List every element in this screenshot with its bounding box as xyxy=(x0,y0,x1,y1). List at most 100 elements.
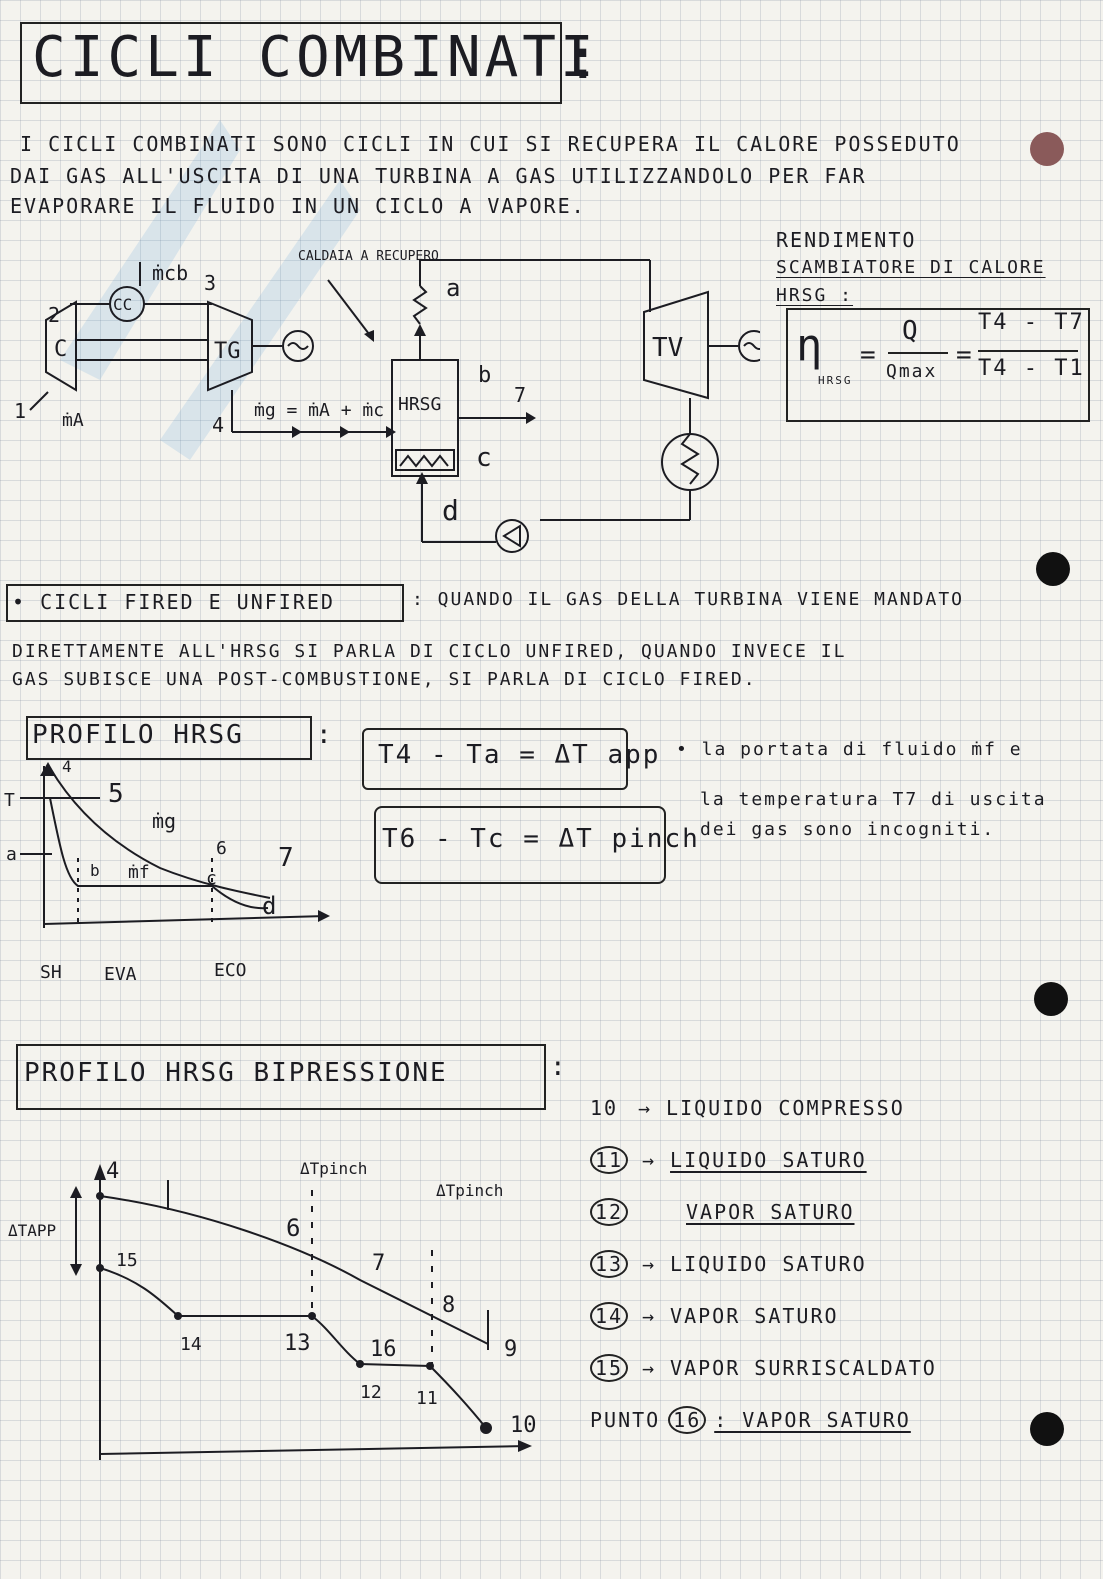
g1-label-b: b xyxy=(90,861,100,880)
legend-text: LIQUIDO SATURO xyxy=(670,1252,867,1276)
legend-row-punto: PUNTO 16 : VAPOR SATURO xyxy=(590,1394,1010,1446)
eta-subscript: HRSG xyxy=(818,374,853,387)
legend-row: 11 → LIQUIDO SATURO xyxy=(590,1134,1010,1186)
g1-label-6: 6 xyxy=(216,838,227,859)
fraction-1-numerator: Q xyxy=(902,316,920,346)
g2-label-dtpinch-1: ΔTpinch xyxy=(300,1159,367,1178)
legend-arrow: → xyxy=(638,1096,653,1120)
title-box xyxy=(20,22,562,104)
punto-prefix: PUNTO xyxy=(590,1408,661,1432)
label-tv: TV xyxy=(652,333,683,363)
point-a: a xyxy=(446,274,460,302)
plant-schematic: CALDAIA A RECUPERO ṁcb CC C TG HRSG TV ṁ… xyxy=(14,249,760,553)
g2-label-10: 10 xyxy=(510,1413,537,1438)
profilo-title: PROFILO HRSG xyxy=(32,720,244,750)
label-hrsg: HRSG xyxy=(398,394,441,415)
legend-arrow: → xyxy=(642,1252,657,1276)
fraction-1-bar xyxy=(888,352,948,354)
g2-label-6: 6 xyxy=(286,1214,300,1242)
g1-label-5: 5 xyxy=(108,779,124,809)
legend-arrow: → xyxy=(642,1148,657,1172)
legend-row: 10 → LIQUIDO COMPRESSO xyxy=(590,1082,1010,1134)
profilo-box xyxy=(26,716,312,760)
fraction-2-numerator: T4 - T7 xyxy=(978,310,1085,335)
punto-number: 16 xyxy=(668,1406,707,1434)
rendimento-line-3: HRSG : xyxy=(776,285,854,306)
binder-hole-4 xyxy=(1030,1412,1064,1446)
label-c: C xyxy=(54,337,67,362)
rendimento-formula-box xyxy=(786,308,1090,422)
legend-text: VAPOR SURRISCALDATO xyxy=(670,1356,937,1380)
g2-label-8: 8 xyxy=(442,1293,455,1318)
g1-label-4: 4 xyxy=(62,758,72,776)
g2-label-16: 16 xyxy=(370,1337,397,1362)
bipressione-title: PROFILO HRSG BIPRESSIONE xyxy=(24,1058,448,1088)
legend-number: 12 xyxy=(590,1198,628,1226)
g2-label-15: 15 xyxy=(116,1250,138,1271)
eq-pinch-box xyxy=(374,806,666,884)
hrsg-profile-graph: 4 5 ṁg 6 7 a b ṁf c d T SH EVA ECO xyxy=(4,758,330,985)
g2-label-9: 9 xyxy=(504,1337,517,1362)
g1-label-7: 7 xyxy=(278,843,294,873)
legend-row: 12 VAPOR SATURO xyxy=(590,1186,1010,1238)
binder-hole-2 xyxy=(1036,552,1070,586)
g2-label-dtapp: ΔTAPP xyxy=(8,1221,56,1240)
label-cc: CC xyxy=(113,295,132,314)
g1-label-d: d xyxy=(262,892,276,920)
bipressione-legend: 10 → LIQUIDO COMPRESSO 11 → LIQUIDO SATU… xyxy=(590,1082,1010,1446)
title-colon: : xyxy=(566,27,604,92)
binder-hole-1 xyxy=(1030,132,1064,166)
label-caldaia: CALDAIA A RECUPERO xyxy=(298,249,439,264)
label-ma: ṁA xyxy=(62,410,84,431)
eq-sign-1: = xyxy=(860,340,878,370)
legend-arrow: → xyxy=(642,1356,657,1380)
point-d: d xyxy=(442,494,459,527)
g1-label-a: a xyxy=(6,844,17,865)
bipressione-colon: : xyxy=(550,1052,568,1082)
g1-label-mf: ṁf xyxy=(128,862,150,883)
eta-symbol: η xyxy=(796,320,825,371)
legend-row: 15 → VAPOR SURRISCALDATO xyxy=(590,1342,1010,1394)
punto-text: : VAPOR SATURO xyxy=(714,1408,911,1432)
note-line-1: • la portata di fluido ṁf e xyxy=(676,739,1023,760)
note-line-3: dei gas sono incogniti. xyxy=(700,819,996,840)
g2-label-13: 13 xyxy=(284,1331,311,1356)
legend-number: 11 xyxy=(590,1146,628,1174)
point-7: 7 xyxy=(514,383,526,407)
g2-label-12: 12 xyxy=(360,1382,382,1403)
point-3: 3 xyxy=(204,271,216,295)
note-line-2: la temperatura T7 di uscita xyxy=(700,789,1047,810)
legend-number: 13 xyxy=(590,1250,628,1278)
g1-label-c: c xyxy=(206,868,217,889)
fraction-1-denominator: Qmax xyxy=(886,361,938,382)
g1-label-t: T xyxy=(4,790,15,811)
label-mg: ṁg = ṁA + ṁc xyxy=(254,400,384,421)
legend-row: 14 → VAPOR SATURO xyxy=(590,1290,1010,1342)
g1-section-eva: EVA xyxy=(104,964,137,985)
point-2: 2 xyxy=(48,303,60,327)
legend-text: LIQUIDO SATURO xyxy=(670,1148,867,1172)
point-c: c xyxy=(476,443,492,473)
g2-label-11: 11 xyxy=(416,1388,438,1409)
fired-line-2: DIRETTAMENTE ALL'HRSG SI PARLA DI CICLO … xyxy=(12,641,847,662)
point-b: b xyxy=(478,363,491,388)
g2-label-dtpinch-2: ΔTpinch xyxy=(436,1181,503,1200)
g2-label-4: 4 xyxy=(106,1159,119,1184)
rendimento-line-1: RENDIMENTO xyxy=(776,228,917,252)
g2-label-14: 14 xyxy=(180,1334,202,1355)
legend-number: 10 xyxy=(590,1096,619,1120)
legend-text: VAPOR SATURO xyxy=(686,1200,855,1224)
point-4: 4 xyxy=(212,413,224,437)
g1-section-sh: SH xyxy=(40,962,62,983)
g2-label-7: 7 xyxy=(372,1251,385,1276)
eq-approach-box xyxy=(362,728,628,790)
bipressione-box xyxy=(16,1044,546,1110)
rendimento-line-2: SCAMBIATORE DI CALORE xyxy=(776,257,1046,278)
g1-section-eco: ECO xyxy=(214,960,247,981)
legend-row: 13 → LIQUIDO SATURO xyxy=(590,1238,1010,1290)
intro-line-2: DAI GAS ALL'USCITA DI UNA TURBINA A GAS … xyxy=(10,164,867,188)
intro-line-3: EVAPORARE IL FLUIDO IN UN CICLO A VAPORE… xyxy=(10,194,586,218)
label-tg: TG xyxy=(214,339,241,364)
point-1: 1 xyxy=(14,399,26,423)
eq-approach: T4 - Ta = ΔT app xyxy=(378,740,661,770)
